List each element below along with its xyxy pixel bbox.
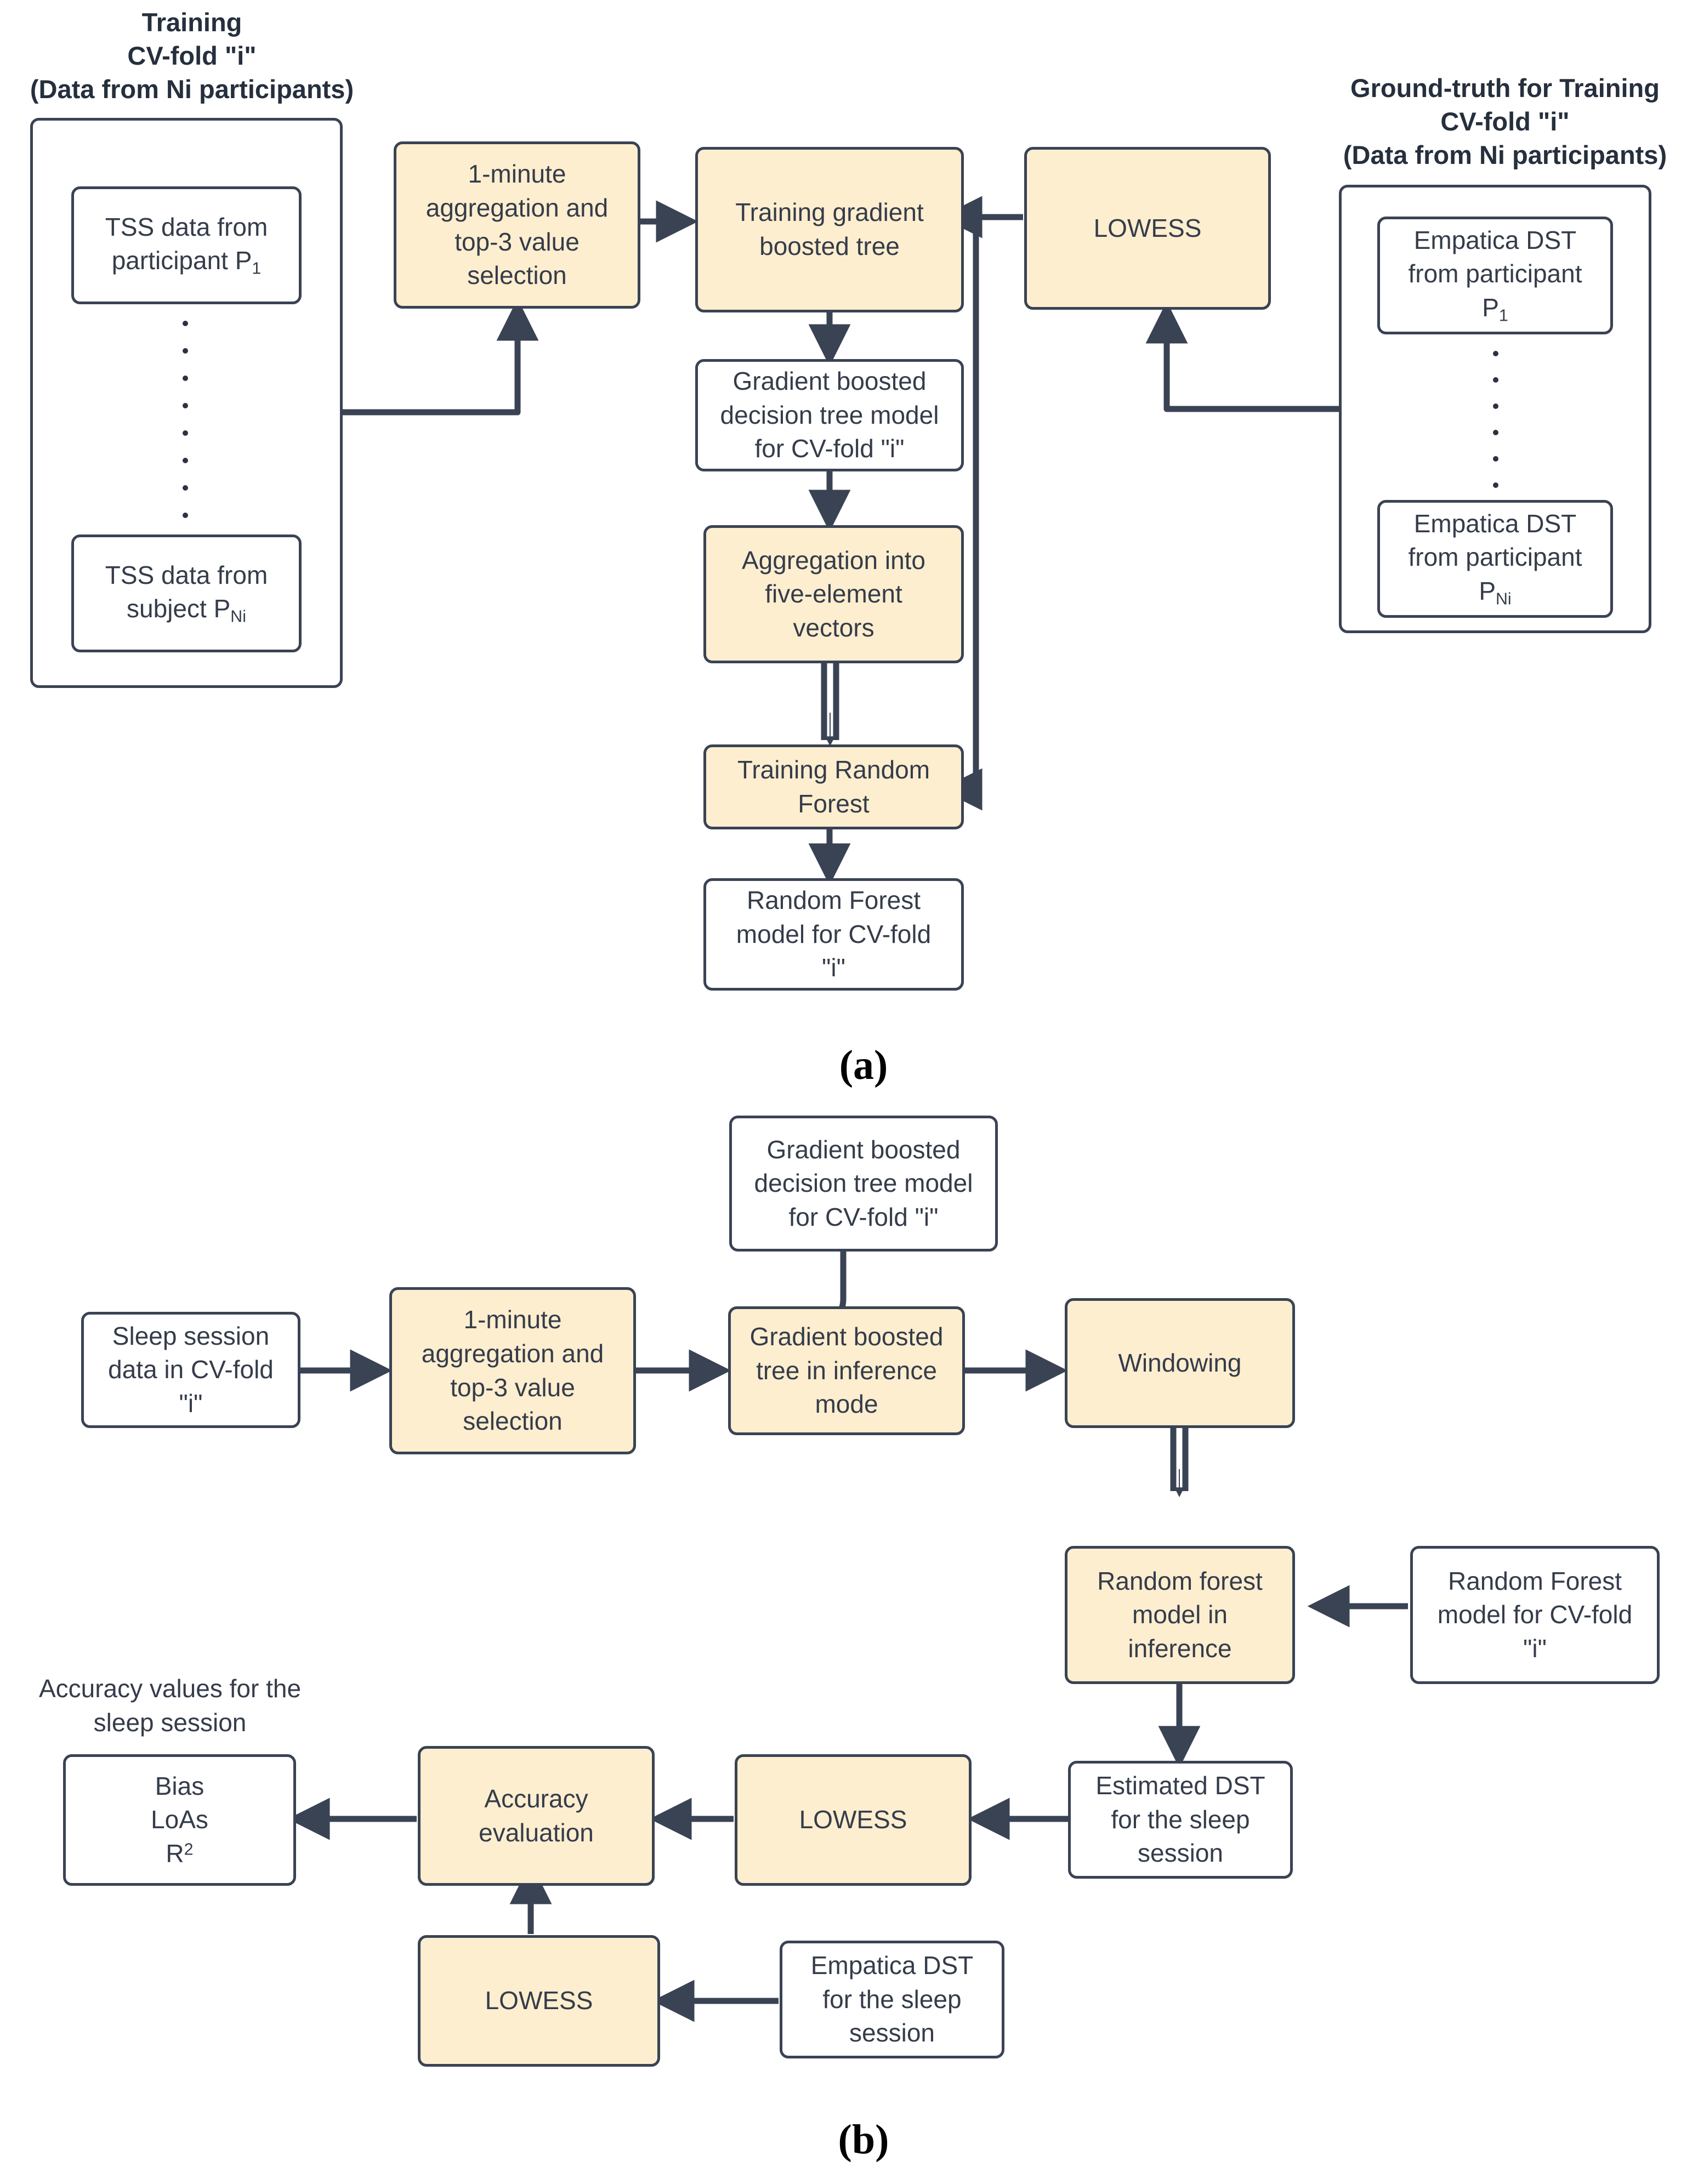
panel-b-letter: (b) <box>838 2117 889 2163</box>
node-b-lowess-empatica[interactable]: LOWESS <box>418 1935 660 2067</box>
left-group-title-line-2: CV-fold "i" <box>127 41 257 71</box>
node-label: LOWESS <box>1093 213 1202 242</box>
panel-a-right-group-title: Ground-truth for Training CV-fold "i" (D… <box>1313 71 1697 172</box>
vertical-ellipsis-right <box>1492 351 1499 488</box>
panel-a-left-group-title: Training CV-fold "i" (Data from Ni parti… <box>0 5 384 106</box>
left-group-title-line-3: (Data from Ni participants) <box>30 75 354 104</box>
edge-empatica-to-lowess <box>1145 301 1349 412</box>
node-label: Windowing <box>1118 1348 1242 1377</box>
edge-tss-to-aggregation <box>341 298 539 416</box>
node-b-windowing[interactable]: Windowing <box>1065 1298 1295 1428</box>
right-group-title-line-2: CV-fold "i" <box>1440 107 1570 136</box>
accuracy-values-annotation: Accuracy values for the sleep session <box>16 1672 323 1739</box>
node-label: LOWESS <box>799 1805 907 1834</box>
node-label: LOWESS <box>485 1986 593 2015</box>
panel-a-letter: (a) <box>839 1042 888 1088</box>
annotation-line-2: sleep session <box>93 1708 247 1737</box>
node-a-lowess[interactable]: LOWESS <box>1024 147 1271 310</box>
right-group-title-line-3: (Data from Ni participants) <box>1343 140 1667 170</box>
vertical-ellipsis-left <box>182 321 189 518</box>
right-group-title-line-1: Ground-truth for Training <box>1350 73 1660 103</box>
left-group-title-line-1: Training <box>141 8 242 37</box>
annotation-line-1: Accuracy values for the <box>38 1674 302 1703</box>
node-b-lowess-estimated[interactable]: LOWESS <box>735 1754 972 1886</box>
